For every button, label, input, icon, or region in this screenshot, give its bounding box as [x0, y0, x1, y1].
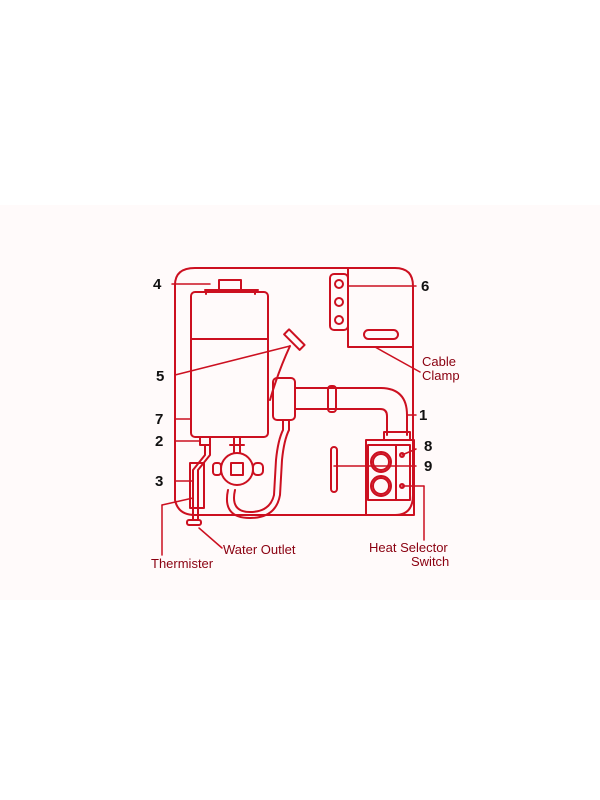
callout-1: 1: [419, 407, 428, 424]
background-band: [0, 205, 600, 600]
callout-6: 6: [421, 278, 430, 295]
callout-4: 4: [153, 276, 162, 293]
callout-9: 9: [424, 458, 433, 475]
label-clamp: Clamp: [422, 368, 460, 383]
control-panel: [329, 267, 414, 348]
vent-cap: [269, 328, 306, 401]
outer-frame: [174, 267, 414, 516]
callout-2: 2: [155, 433, 164, 450]
water-outlet-assembly: [186, 436, 211, 526]
pipe: [226, 377, 411, 519]
label-cable: Cable: [422, 354, 456, 369]
label-thermister: Thermister: [151, 556, 214, 571]
label-heat-selector: Heat Selector: [369, 540, 448, 555]
callout-8: 8: [424, 438, 433, 455]
heat-selector-box: [330, 439, 415, 516]
pump-fitting: [212, 436, 264, 486]
label-switch: Switch: [411, 554, 450, 569]
callout-7: 7: [155, 411, 164, 428]
label-water-outlet: Water Outlet: [223, 542, 296, 557]
callout-5: 5: [156, 368, 165, 385]
callout-3: 3: [155, 473, 164, 490]
leader-lines: [161, 283, 425, 556]
water-tank: [190, 279, 269, 438]
